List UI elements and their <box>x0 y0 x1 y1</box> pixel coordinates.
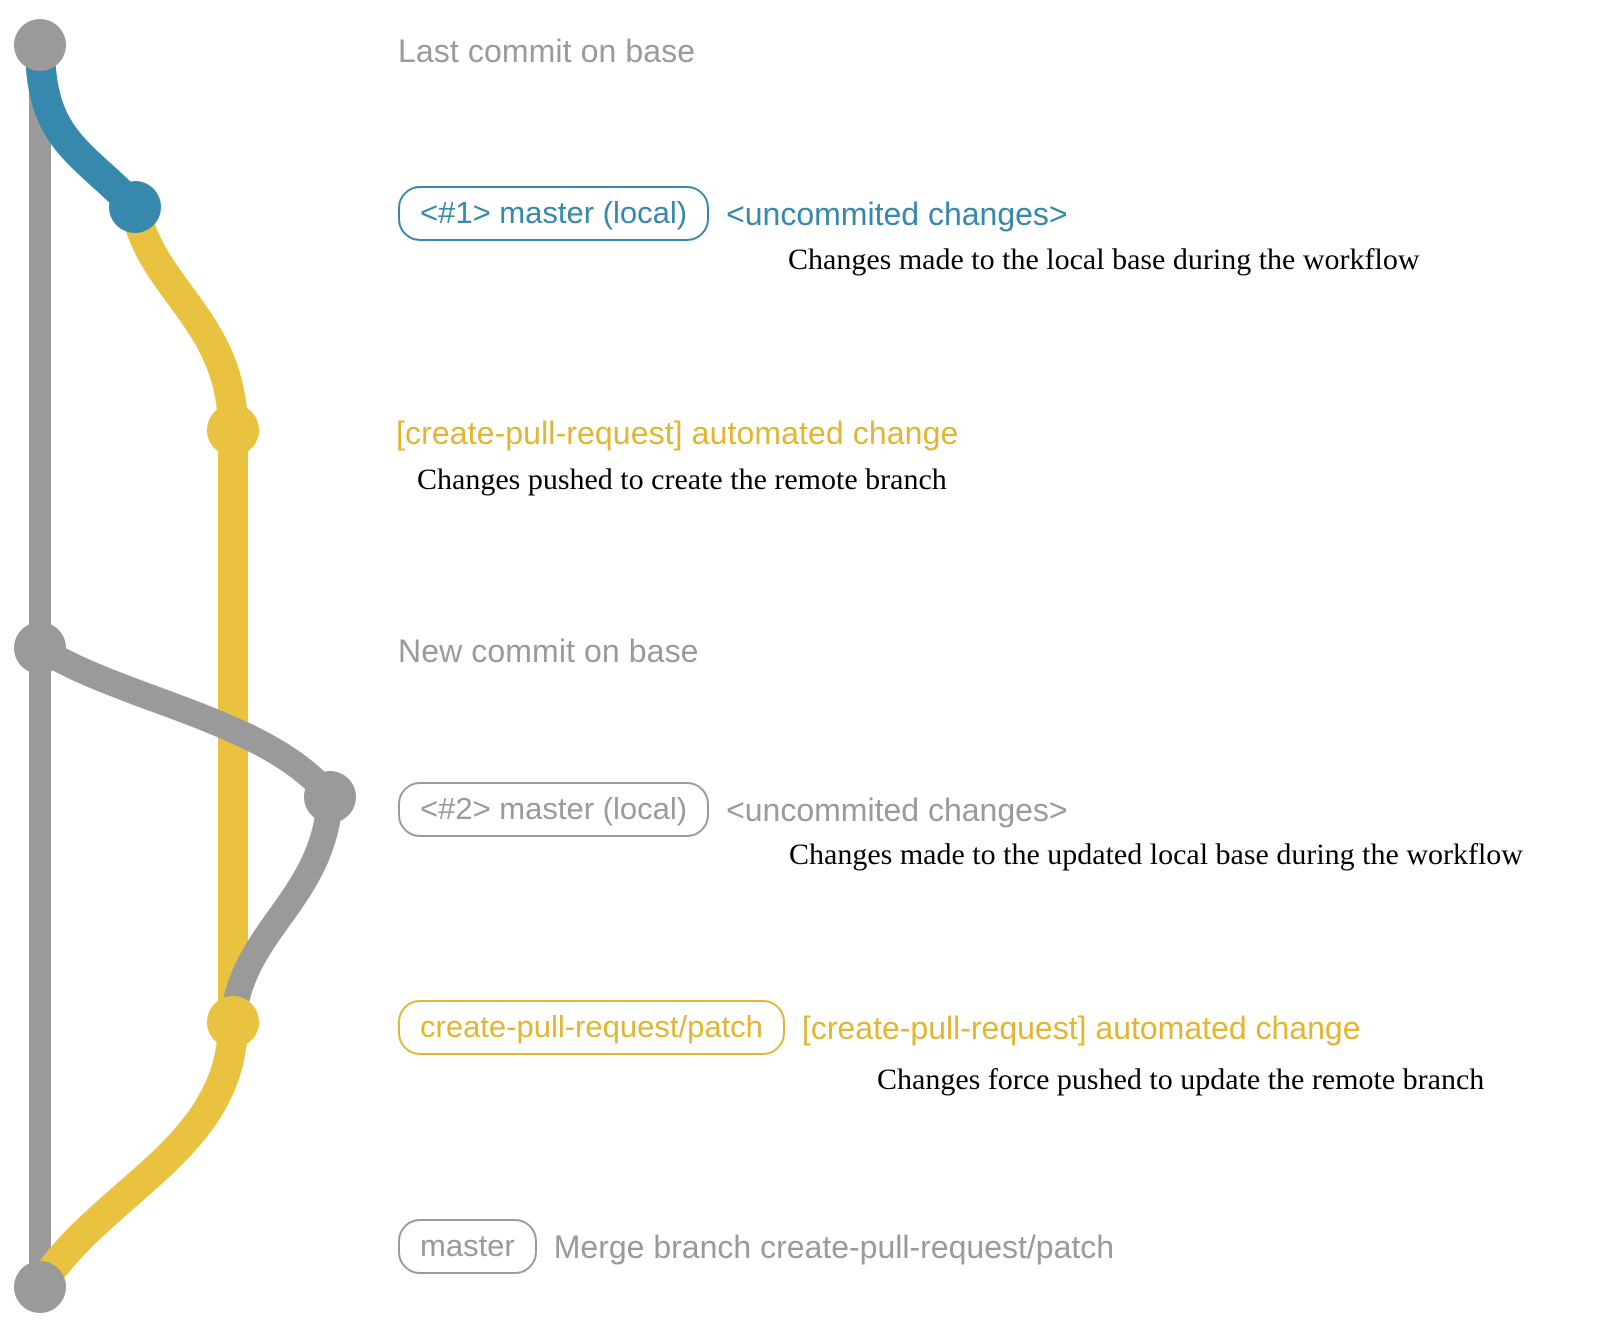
commit-node-last-commit-on-base[interactable] <box>14 19 66 71</box>
commit-message-local-master-2: <uncommited changes> <box>726 791 1068 828</box>
commit-message-automated-change-1: [create-pull-request] automated change <box>396 415 959 451</box>
commit-row-automated-change-1: [create-pull-request] automated change <box>396 415 958 452</box>
commit-node-automated-change-1[interactable] <box>207 404 259 456</box>
commit-message-new-commit-on-base: New commit on base <box>398 633 699 669</box>
amber-branch-line-upper <box>120 192 248 1037</box>
commit-node-merge-commit[interactable] <box>14 1261 66 1313</box>
grey-branch-to-local2 <box>27 635 343 810</box>
commit-description-automated-change-1: Changes pushed to create the remote bran… <box>417 463 947 496</box>
commit-description-local-master-1: Changes made to the local base during th… <box>788 243 1420 276</box>
commit-row-new-commit-on-base: New commit on base <box>398 633 699 670</box>
commit-node-new-commit-on-base[interactable] <box>14 622 66 674</box>
grey-branch-local2-to-patch <box>220 784 343 1035</box>
commit-node-automated-change-2[interactable] <box>207 996 259 1048</box>
amber-merge-line <box>25 1007 248 1302</box>
commit-row-last-commit-on-base: Last commit on base <box>398 33 695 70</box>
branch-badge-create-pull-request-patch[interactable]: create-pull-request/patch <box>398 1000 785 1055</box>
blue-branch-line <box>25 30 150 222</box>
commit-row-automated-change-2: create-pull-request/patch [create-pull-r… <box>398 1000 1360 1055</box>
commit-row-local-master-2: <#2> master (local) <uncommited changes> <box>398 782 1068 837</box>
commit-row-local-master-1: <#1> master (local) <uncommited changes> <box>398 186 1068 241</box>
branch-badge-local-master-2[interactable]: <#2> master (local) <box>398 782 710 837</box>
branch-badge-master[interactable]: master <box>398 1219 537 1274</box>
commit-row-merge-commit: master Merge branch create-pull-request/… <box>398 1219 1114 1274</box>
commit-message-merge-commit: Merge branch create-pull-request/patch <box>553 1228 1115 1265</box>
commit-description-automated-change-2: Changes force pushed to update the remot… <box>877 1063 1485 1096</box>
commit-message-automated-change-2: [create-pull-request] automated change <box>801 1009 1361 1046</box>
commit-graph <box>14 19 356 1313</box>
commit-node-local-master-1[interactable] <box>109 181 161 233</box>
commit-node-local-master-2[interactable] <box>304 771 356 823</box>
branch-badge-local-master-1[interactable]: <#1> master (local) <box>398 186 710 241</box>
commit-message-local-master-1: <uncommited changes> <box>726 195 1068 232</box>
commit-description-local-master-2: Changes made to the updated local base d… <box>789 838 1523 871</box>
commit-message-last-commit-on-base: Last commit on base <box>398 33 696 69</box>
